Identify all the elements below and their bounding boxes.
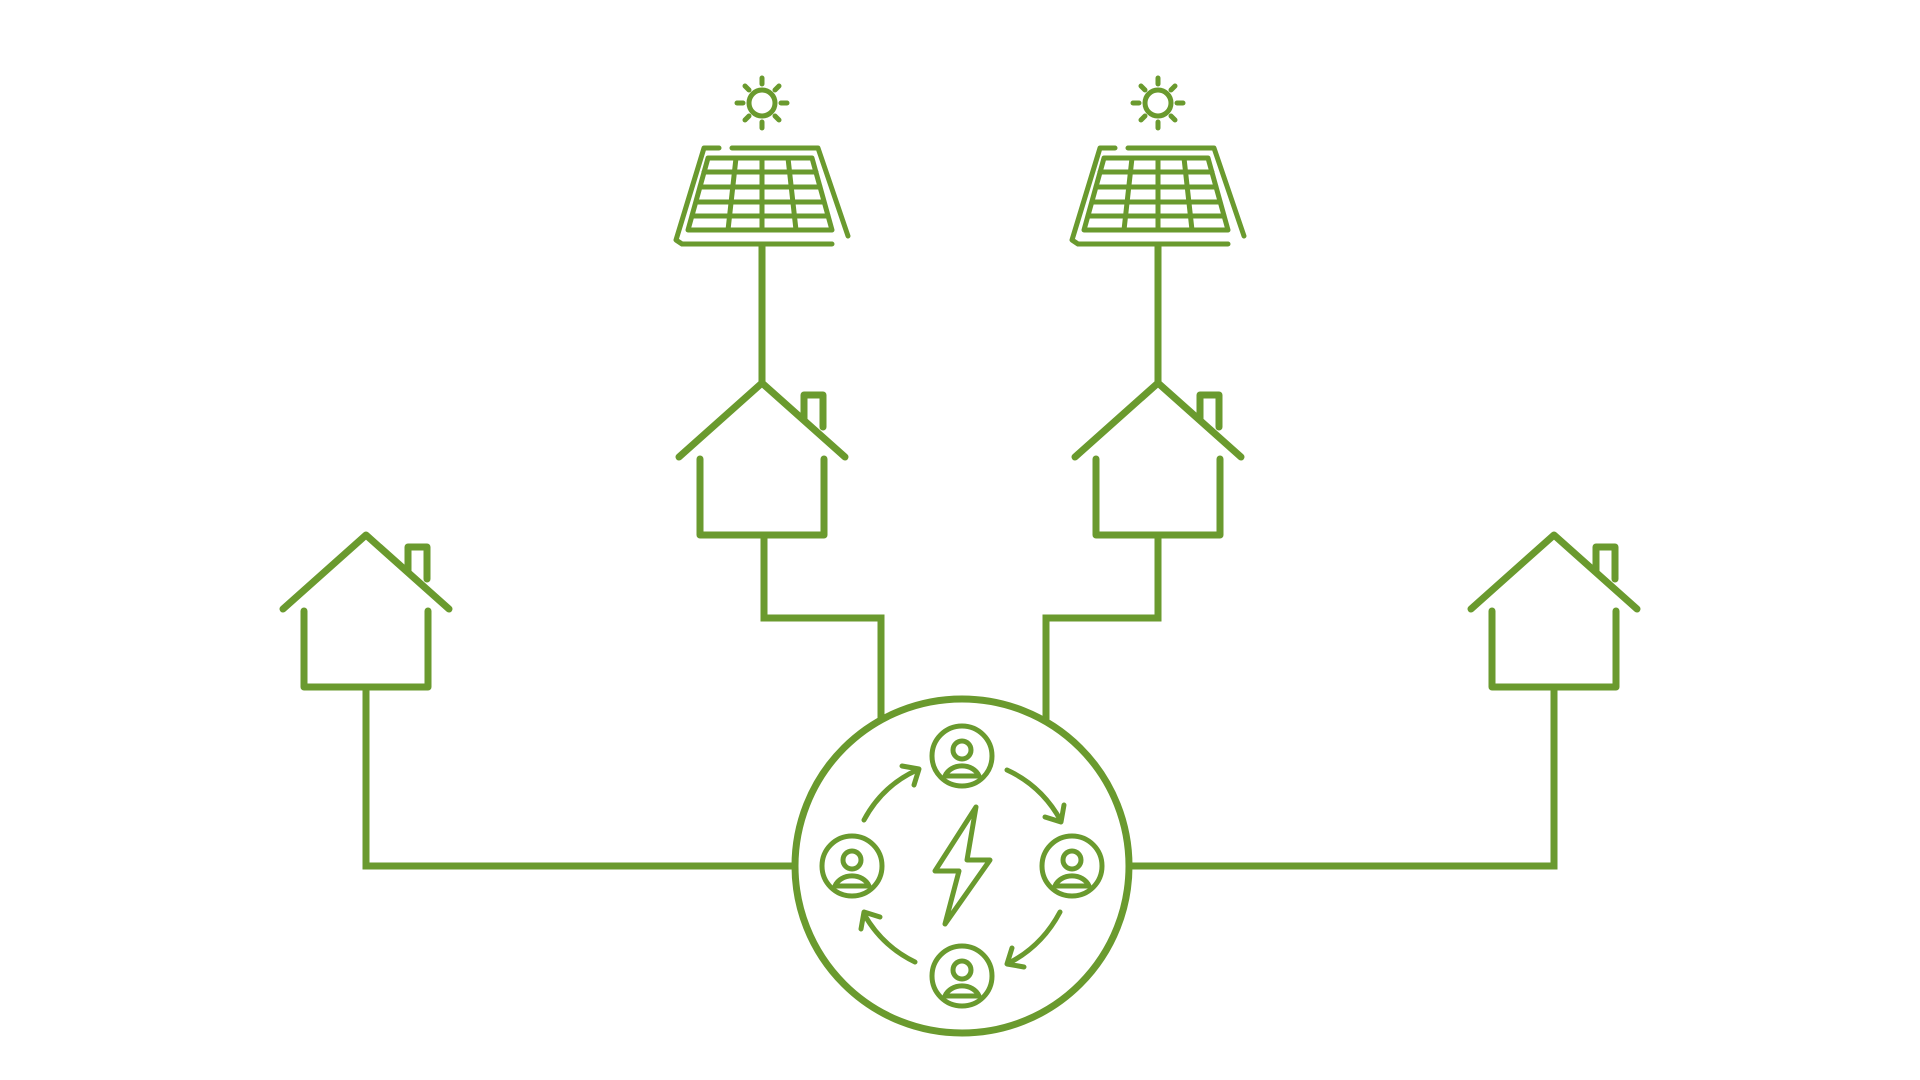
house-icon bbox=[1467, 531, 1641, 691]
cycle-arrows bbox=[858, 763, 1067, 970]
person-icon bbox=[929, 723, 995, 789]
wire-house-right-to-hub bbox=[1130, 687, 1558, 870]
lightning-bolt-icon bbox=[932, 804, 993, 927]
energy-community-icon bbox=[791, 695, 1133, 1037]
energy-community-hub bbox=[791, 695, 1133, 1037]
house-solar-right bbox=[1071, 379, 1245, 539]
house-left bbox=[279, 531, 453, 691]
wire-house-left-to-hub bbox=[362, 687, 794, 870]
person-bottom bbox=[929, 943, 995, 1009]
connection-wires bbox=[362, 242, 1558, 870]
person-icon bbox=[819, 833, 885, 899]
solar-unit-right bbox=[1069, 75, 1247, 247]
house-icon bbox=[675, 379, 849, 539]
house-icon bbox=[1071, 379, 1245, 539]
person-left bbox=[819, 833, 885, 899]
house-right bbox=[1467, 531, 1641, 691]
cycle-arrow-icon bbox=[858, 909, 918, 965]
sun-icon bbox=[1130, 75, 1186, 131]
wire-house-solar-left-to-hub bbox=[760, 532, 885, 720]
solar-panel-icon bbox=[1069, 145, 1247, 247]
cycle-arrow-icon bbox=[1004, 767, 1067, 825]
person-icon bbox=[1039, 833, 1105, 899]
cycle-arrow-icon bbox=[861, 763, 922, 823]
sun-icon bbox=[734, 75, 790, 131]
wire-house-solar-right-to-hub bbox=[1042, 532, 1162, 720]
house-icon bbox=[279, 531, 453, 691]
person-top bbox=[929, 723, 995, 789]
solar-panel-icon bbox=[673, 145, 851, 247]
house-solar-left bbox=[675, 379, 849, 539]
solar-unit-left bbox=[673, 75, 851, 247]
person-right bbox=[1039, 833, 1105, 899]
person-icon bbox=[929, 943, 995, 1009]
cycle-arrow-icon bbox=[1004, 909, 1063, 970]
